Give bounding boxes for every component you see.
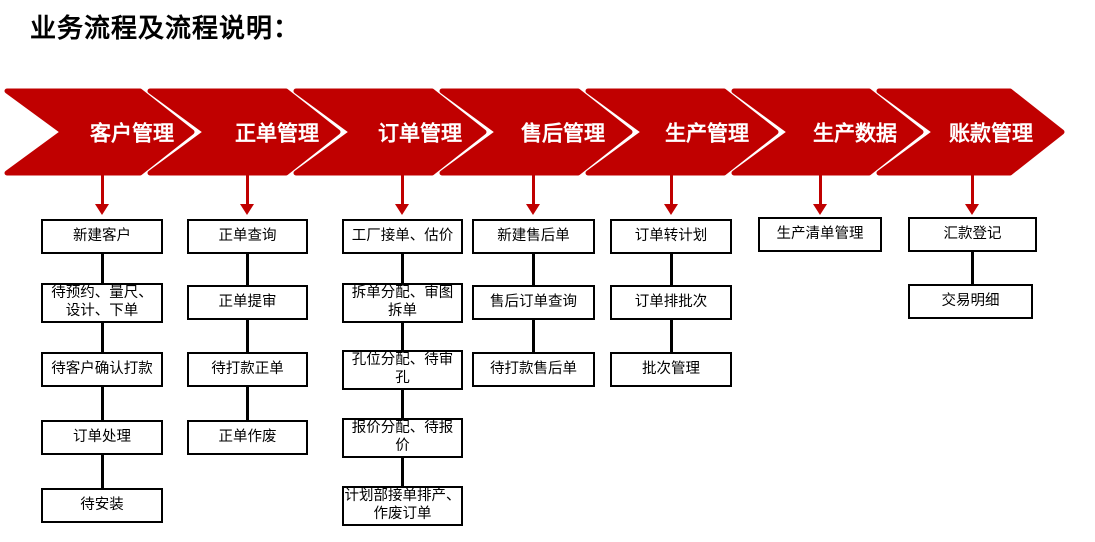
flow-step: 计划部接单排产、 作废订单	[342, 486, 463, 526]
flow-step: 汇款登记	[908, 217, 1037, 252]
stage-chevron-accounts	[876, 88, 1065, 176]
flow-step: 孔位分配、待审 孔	[342, 350, 463, 390]
stage-label: 客户管理	[90, 122, 174, 146]
stage-label: 正单管理	[235, 122, 319, 146]
stage-label: 生产数据	[813, 122, 897, 146]
stage-label: 售后管理	[521, 122, 605, 146]
stage-chevron-production-data	[731, 88, 924, 176]
flow-step: 正单作废	[187, 420, 308, 455]
flow-step: 新建客户	[41, 219, 163, 254]
page-title: 业务流程及流程说明：	[30, 13, 301, 43]
flow-step: 交易明细	[908, 284, 1033, 319]
flow-step: 订单排批次	[610, 285, 732, 320]
down-arrow-icon	[395, 175, 409, 215]
stage-chevron-formal-order	[147, 88, 341, 176]
down-arrow-icon	[95, 175, 109, 215]
flow-step: 待安装	[41, 488, 163, 523]
flow-step: 正单提审	[187, 285, 308, 320]
flow-step: 待打款售后单	[472, 352, 595, 387]
flow-step: 订单处理	[41, 420, 163, 455]
stage-chevron-aftersales	[439, 88, 633, 176]
down-arrow-icon	[240, 175, 254, 215]
stage-label: 订单管理	[378, 122, 462, 146]
column-connector-line	[971, 235, 974, 301]
flow-step: 订单转计划	[610, 219, 732, 254]
flow-step: 待预约、量尺、 设计、下单	[41, 283, 163, 323]
flow-step: 待客户确认打款	[41, 352, 163, 387]
flow-step: 拆单分配、审图 拆单	[342, 283, 463, 323]
flow-step: 新建售后单	[472, 219, 595, 254]
flow-step: 生产清单管理	[758, 217, 882, 252]
column-connector-line	[246, 237, 249, 437]
flow-step: 工厂接单、估价	[342, 219, 463, 254]
down-arrow-icon	[664, 175, 678, 215]
stage-label: 账款管理	[949, 122, 1033, 146]
flow-step: 待打款正单	[187, 352, 308, 387]
stage-chevron-production	[585, 88, 779, 176]
flow-step: 批次管理	[610, 352, 732, 387]
stage-chevron-order	[293, 88, 487, 176]
stage-chevron-customer	[4, 88, 195, 176]
down-arrow-icon	[526, 175, 540, 215]
flow-step: 售后订单查询	[472, 285, 595, 320]
stage-label: 生产管理	[665, 122, 749, 146]
flow-step: 正单查询	[187, 219, 308, 254]
down-arrow-icon	[965, 175, 979, 215]
down-arrow-icon	[813, 175, 827, 215]
flow-step: 报价分配、待报 价	[342, 418, 463, 458]
